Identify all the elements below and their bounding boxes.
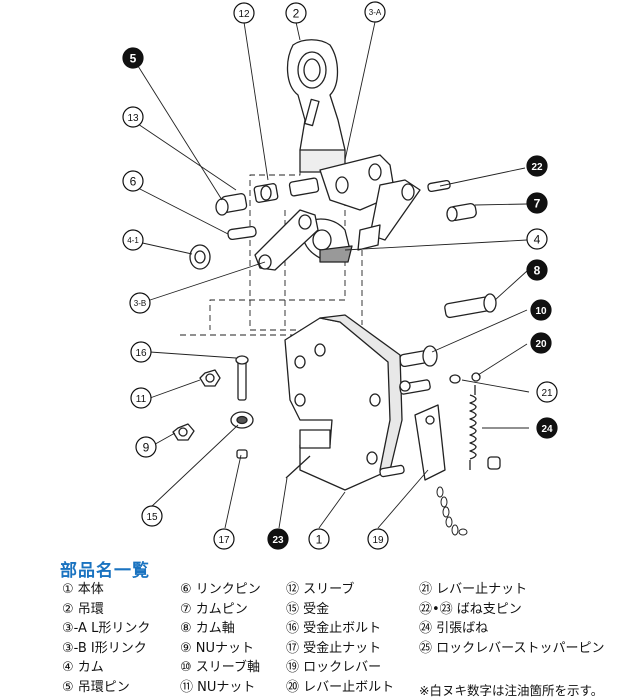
callout-20: 20 [530,332,552,354]
parts-list-item: ⑲ ロックレバー [286,660,382,675]
parts-list-item: ⑧ カム軸 [180,621,235,636]
parts-list-item: ① 本体 [62,582,104,597]
sleeve-shaft-part [399,345,438,368]
callout-8-label: 8 [534,264,541,278]
callout-2: 2 [285,2,307,24]
callout-4-1-label: 4-1 [127,236,139,245]
callout-11-label: 11 [136,394,147,405]
lifting-ring-part [286,39,346,173]
callout-9: 9 [135,436,157,458]
parts-list-item: ⑥ リンクピン [180,582,261,597]
l-link-part [319,154,421,251]
callout-17-label: 17 [218,535,230,546]
callout-15-label: 15 [146,512,158,523]
body-part [284,314,403,491]
callout-23-label: 23 [272,535,284,546]
callout-13-label: 13 [127,113,139,124]
callout-4-1: 4-1 [122,229,144,251]
pin-parts [189,177,477,270]
exploded-parts-diagram: 2 3-A 12 5 13 6 4-1 3-B 22 7 4 8 10 20 1… [122,1,558,550]
lubrication-note: ※白ヌキ数字は注油箇所を示す。 [419,683,604,698]
callout-leader-lines [137,21,530,529]
callout-17: 17 [213,528,235,550]
callout-24-label: 24 [541,424,553,435]
callout-11: 11 [130,387,152,409]
callout-4: 4 [526,228,548,250]
callout-22-label: 22 [531,162,543,173]
parts-list-item: ⑪ NUナット [180,679,256,695]
parts-list-item: ㉒•㉓ ばね支ピン [419,601,522,617]
parts-list-item: ⑨ NUナット [180,640,255,656]
callout-1-label: 1 [316,533,323,547]
callout-3a: 3-A [364,1,386,23]
parts-list-item: ⑩ スリーブ軸 [180,660,261,675]
callout-10: 10 [530,299,552,321]
callout-19: 19 [367,528,389,550]
callout-13: 13 [122,106,144,128]
parts-list-item: ② 吊環 [62,601,104,617]
callout-3b-label: 3-B [134,299,146,308]
parts-list-item: ⑳ レバー止ボルト [286,679,395,695]
callout-7: 7 [526,192,548,214]
callout-21: 21 [536,381,558,403]
callout-labels: 2 3-A 12 5 13 6 4-1 3-B 22 7 4 8 10 20 1… [122,1,558,550]
callout-24: 24 [536,417,558,439]
callout-12: 12 [233,2,255,24]
callout-3a-label: 3-A [369,8,382,17]
parts-list-item: ⑫ スリーブ [286,582,355,597]
callout-1: 1 [308,528,330,550]
callout-7-label: 7 [534,197,541,211]
callout-3b: 3-B [129,292,151,314]
parts-list-item: ㉔ 引張ばね [419,621,489,636]
parts-list-item: ⑤ 吊環ピン [62,679,130,695]
parts-list-item: ㉕ ロックレバーストッパーピン [419,640,605,656]
parts-list-title: 部品名一覧 [60,561,150,581]
callout-8: 8 [526,259,548,281]
parts-list-item: ⑯ 受金止ボルト [286,621,382,636]
parts-list-item: ③-B I形リンク [62,640,147,656]
callout-21-label: 21 [541,388,553,399]
callout-6-label: 6 [130,175,137,189]
parts-list-item: ⑮ 受金 [286,601,330,617]
parts-list-item: ⑦ カムピン [180,601,248,617]
callout-16: 16 [130,341,152,363]
callout-6: 6 [122,170,144,192]
callout-9-label: 9 [143,441,150,455]
callout-12-label: 12 [238,9,250,20]
parts-list-item: ㉑ レバー止ナット [419,582,528,597]
callout-2-label: 2 [293,7,300,21]
callout-10-label: 10 [535,306,547,317]
parts-list: ① 本体 ② 吊環 ③-A L形リンク ③-B I形リンク ④ カム ⑤ 吊環ピ… [62,582,642,700]
parts-list-item: ③-A L形リンク [62,621,151,636]
callout-4-label: 4 [534,233,541,247]
callout-22: 22 [526,155,548,177]
callout-5-label: 5 [130,52,137,66]
parts-list-item: ⑰ 受金止ナット [286,640,382,656]
callout-19-label: 19 [372,535,384,546]
cam-shaft-part [444,293,497,319]
callout-16-label: 16 [135,348,147,359]
receiver-and-fasteners [172,355,311,479]
callout-5: 5 [122,47,144,69]
callout-20-label: 20 [535,339,547,350]
parts-list-item: ④ カム [62,660,104,675]
i-link-part [254,209,319,271]
callout-15: 15 [141,505,163,527]
callout-23: 23 [267,528,289,550]
